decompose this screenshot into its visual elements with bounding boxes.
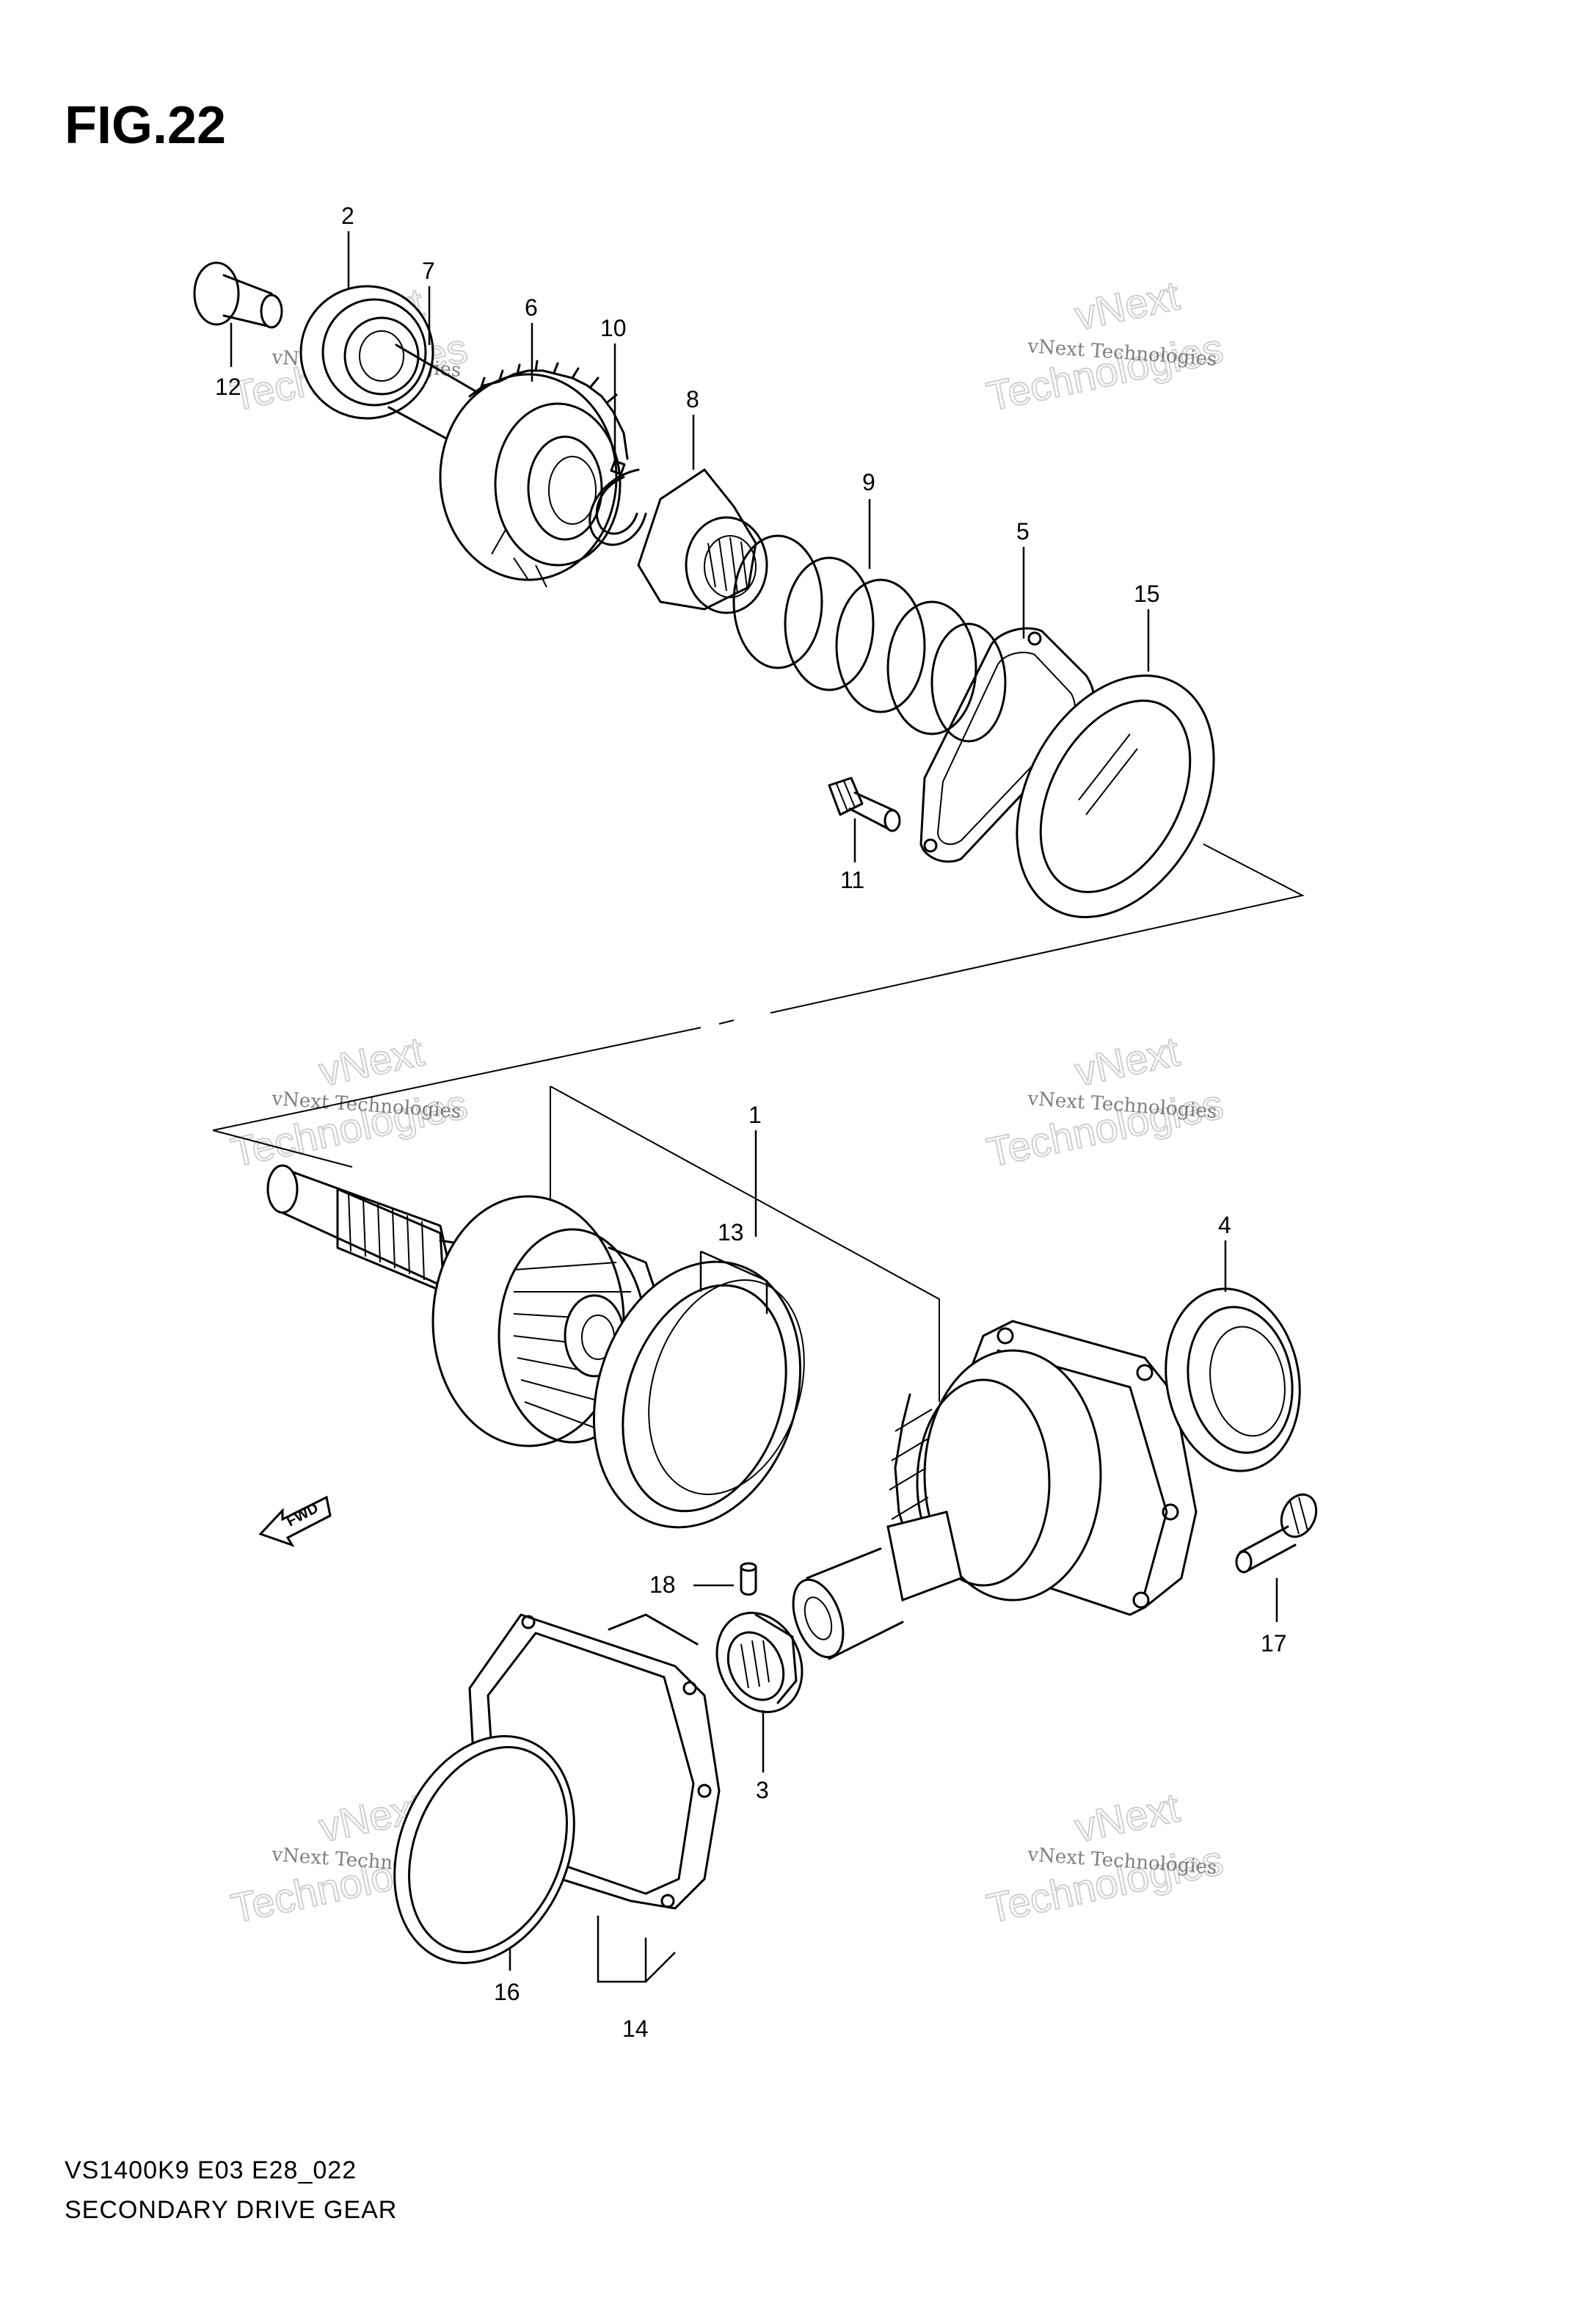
callout-7: 7 xyxy=(422,258,435,284)
part-6-gear xyxy=(439,360,629,588)
watermark-big-top: vNext xyxy=(315,1028,428,1094)
part-13-shim xyxy=(592,1260,805,1529)
callout-15: 15 xyxy=(1134,581,1160,607)
part-16-o-ring xyxy=(393,1735,575,1964)
assembly-outline-upper xyxy=(718,843,1305,1025)
footer-model-code: VS1400K9 E03 E28_022 xyxy=(65,2156,357,2184)
callout-5: 5 xyxy=(1016,518,1030,545)
callout-12: 12 xyxy=(215,374,241,400)
part-1-gear-case xyxy=(889,1320,1198,1616)
footer-diagram-name: SECONDARY DRIVE GEAR xyxy=(65,2196,397,2224)
fwd-arrow-icon: FWD xyxy=(258,1495,332,1547)
part-10-circlip xyxy=(589,459,647,546)
callout-14: 14 xyxy=(622,2015,649,2042)
callout-18: 18 xyxy=(649,1571,676,1598)
part-9-spring xyxy=(732,534,1007,743)
watermark-big-top: vNext xyxy=(1071,1784,1184,1850)
part-17-bolt xyxy=(1235,1493,1318,1574)
callout-16: 16 xyxy=(494,1979,520,2005)
watermark-big-bottom: Technologies xyxy=(983,324,1227,420)
part-18-dowel-pin xyxy=(740,1562,757,1596)
assembly-outline-lower xyxy=(212,1027,940,1402)
part-2-bearing xyxy=(299,285,434,420)
watermark-mid-right: vNext Technologies vNext Technologies xyxy=(982,1027,1228,1176)
callout-9: 9 xyxy=(862,469,875,495)
callout-13: 13 xyxy=(718,1219,744,1246)
figure-title: FIG.22 xyxy=(65,96,226,155)
callout-1: 1 xyxy=(748,1102,762,1128)
part-11-bolt xyxy=(828,777,901,832)
watermark-big-top: vNext xyxy=(1071,272,1184,338)
callout-2: 2 xyxy=(341,203,354,229)
callout-8: 8 xyxy=(686,386,699,412)
callout-6: 6 xyxy=(525,294,538,321)
part-4-oil-seal xyxy=(1165,1287,1301,1472)
callouts: 1 2 3 4 5 6 7 8 9 10 11 12 xyxy=(215,203,1287,2042)
callout-11: 11 xyxy=(840,867,864,893)
part-8-cam xyxy=(637,468,768,614)
part-1-pinion-shaft xyxy=(792,1511,963,1660)
watermark-top-right: vNext Technologies vNext Technologies xyxy=(982,271,1228,420)
part-15-shim xyxy=(1016,675,1215,918)
callout-17: 17 xyxy=(1261,1630,1287,1657)
callout-3: 3 xyxy=(756,1777,769,1803)
watermark-bottom-right: vNext Technologies vNext Technologies xyxy=(982,1783,1228,1932)
callout-4: 4 xyxy=(1218,1212,1231,1238)
part-12-bolt xyxy=(193,261,283,329)
callout-10: 10 xyxy=(600,315,627,341)
part-3-needle-bearing xyxy=(715,1611,804,1714)
watermark-big-top: vNext xyxy=(1071,1028,1184,1094)
